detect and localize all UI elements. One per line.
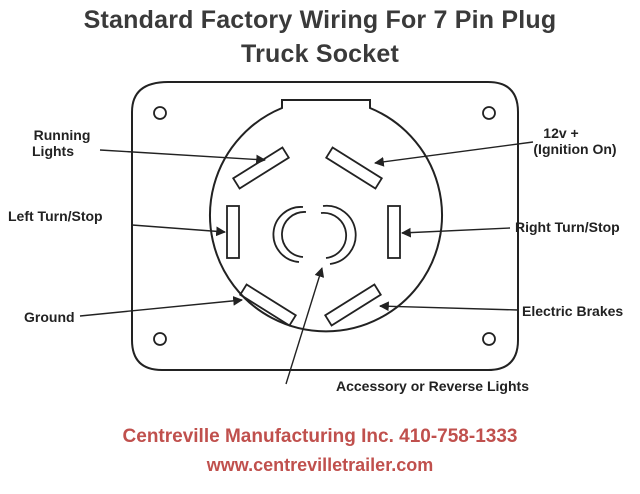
- pin-ignition: [324, 146, 384, 190]
- socket-face: [209, 99, 443, 333]
- label-ignition-line1: 12v +: [543, 125, 579, 141]
- diagram-title-line2: Truck Socket: [240, 40, 400, 68]
- label-right-turn: Right Turn/Stop: [515, 219, 620, 235]
- mounting-hole-bottom-right: [482, 332, 496, 346]
- arrow-left-turn: [131, 224, 226, 237]
- company-name-phone: Centreville Manufacturing Inc. 410-758-1…: [122, 426, 518, 447]
- mounting-hole-bottom-left: [153, 332, 167, 346]
- label-accessory: Accessory or Reverse Lights: [336, 378, 529, 394]
- label-running-lights: Running Lights: [22, 127, 102, 159]
- pin-left-turn: [226, 205, 240, 259]
- center-pin-left-arc-inner: [281, 211, 307, 258]
- pin-running-lights: [231, 146, 291, 190]
- label-electric-brakes: Electric Brakes: [522, 303, 624, 319]
- label-ignition-line2: (Ignition On): [533, 141, 617, 157]
- label-running-lights-line2: Lights: [32, 143, 74, 159]
- center-pin-left-arc: [272, 206, 304, 263]
- center-pin-right-arc: [322, 204, 357, 265]
- label-running-lights-line1: Running: [33, 127, 91, 143]
- website-link[interactable]: www.centrevilletrailer.com: [206, 455, 434, 475]
- diagram-title-line1: Standard Factory Wiring For 7 Pin Plug: [83, 6, 557, 34]
- label-ignition: 12v + (Ignition On): [520, 125, 630, 157]
- arrow-running-lights: [99, 149, 266, 165]
- arrow-ground: [79, 295, 243, 317]
- mounting-plate: [131, 81, 519, 371]
- arrow-ignition: [374, 141, 534, 167]
- arrow-accessory: [285, 267, 325, 385]
- pin-right-turn: [387, 205, 401, 259]
- arrow-right-turn: [401, 227, 511, 238]
- arrow-electric-brakes: [379, 301, 519, 312]
- pin-electric-brakes: [323, 283, 383, 327]
- pin-ground: [238, 283, 298, 327]
- mounting-hole-top-right: [482, 106, 496, 120]
- label-ground: Ground: [24, 309, 75, 325]
- label-left-turn: Left Turn/Stop: [8, 208, 103, 224]
- center-pin-right-arc-inner: [320, 212, 347, 259]
- mounting-hole-top-left: [153, 106, 167, 120]
